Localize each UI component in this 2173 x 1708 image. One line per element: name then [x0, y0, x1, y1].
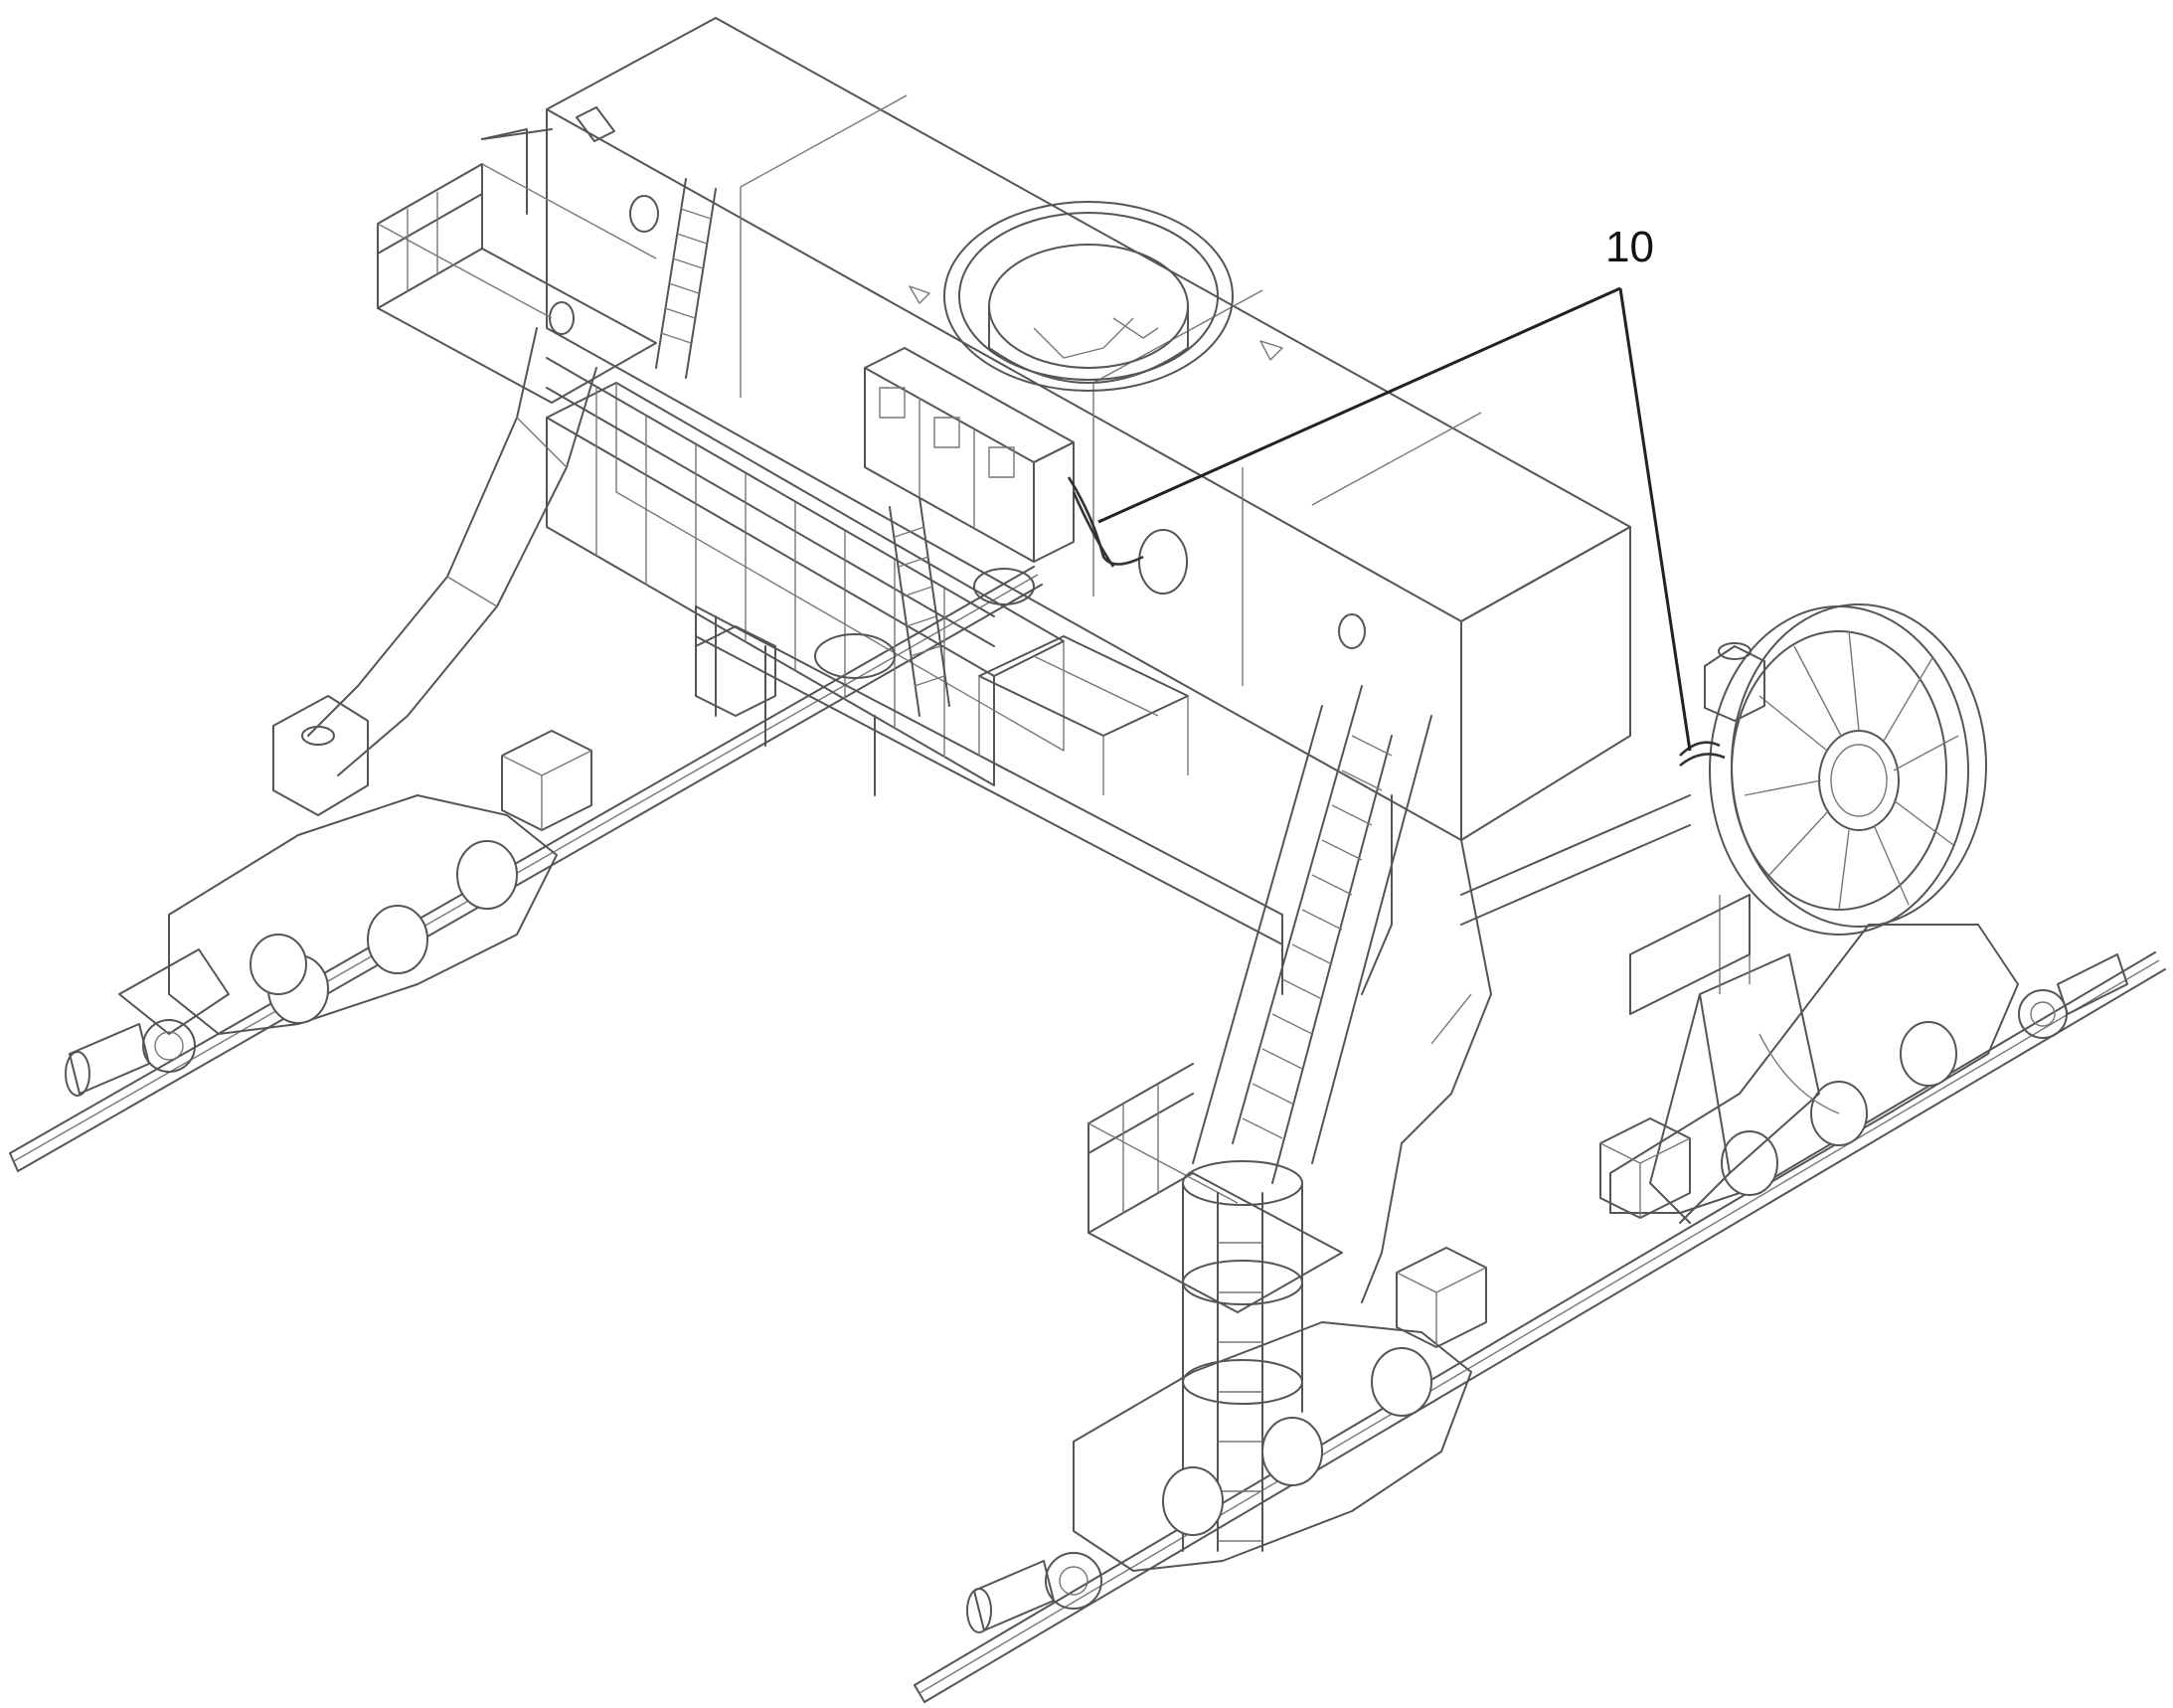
main-girder — [546, 17, 1631, 841]
right-rail — [914, 951, 2166, 1703]
upper-ladder — [655, 178, 717, 379]
reference-callout: 10 — [1097, 223, 1692, 752]
slewing-ring — [943, 201, 1234, 392]
center-mini-platform — [978, 635, 1189, 795]
left-bogie — [65, 730, 592, 1097]
middle-ladder — [889, 496, 950, 717]
reel-support — [1599, 895, 1840, 1224]
left-rail — [9, 566, 1043, 1172]
cable-reel — [1679, 603, 1987, 936]
electrical-cabinet — [864, 347, 1144, 568]
side-beam — [1460, 794, 1751, 1015]
reference-numeral: 10 — [1605, 223, 1654, 271]
lower-landing — [1087, 1063, 1343, 1313]
rear-right-bogie — [1609, 924, 2128, 1214]
leader-line-reel — [1618, 287, 1692, 752]
lower-frame — [695, 568, 1283, 995]
right-leg — [1361, 794, 1492, 1303]
long-walkway — [546, 357, 1065, 796]
upper-left-platform — [377, 128, 657, 404]
staircase — [1192, 685, 1432, 1184]
leader-line-cabinet — [1097, 286, 1621, 524]
front-bogie — [966, 1247, 1487, 1633]
